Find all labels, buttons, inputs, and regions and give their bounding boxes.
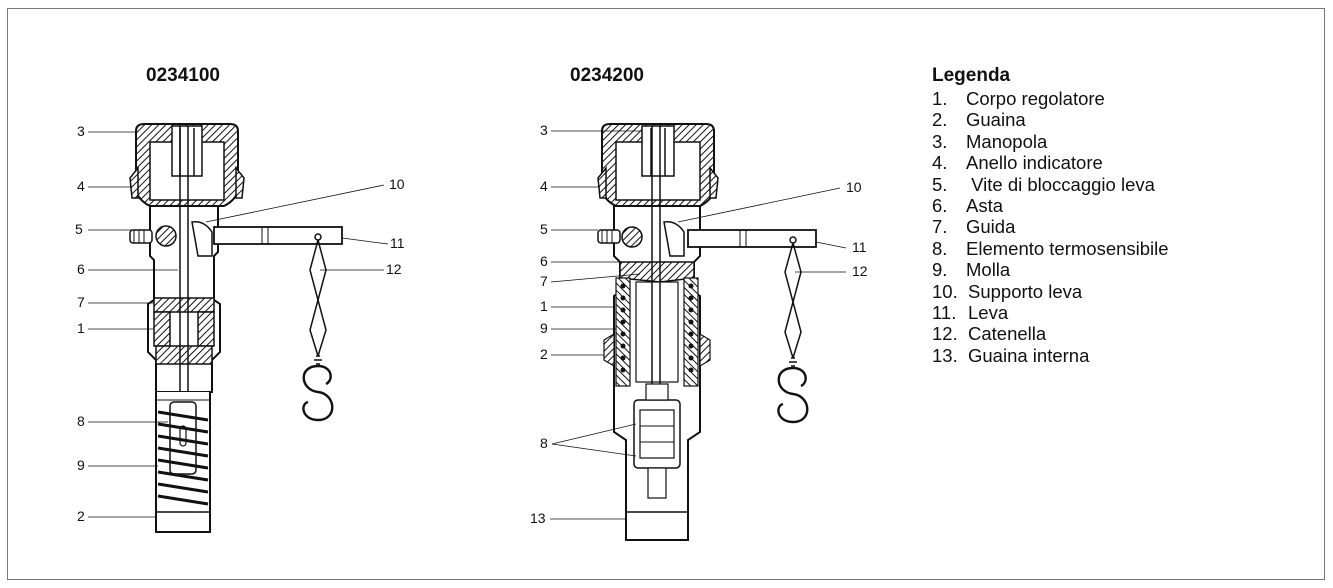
label-13: 13 (530, 510, 546, 526)
legend-item-1: 1.Corpo regolatore (932, 88, 1105, 109)
legend-title: Legenda (932, 65, 1011, 86)
label-11: 11 (390, 235, 405, 251)
legend-item-4: 4.Anello indicatore (932, 152, 1103, 174)
label-9: 9 (77, 457, 85, 473)
legend-item-8: 8.Elemento termosensibile (932, 237, 1169, 259)
label-2: 2 (77, 508, 85, 524)
label-3: 3 (540, 122, 548, 138)
label-1: 1 (540, 298, 548, 314)
legend-item-12: 12.Catenella (932, 323, 1047, 345)
label-12: 12 (852, 263, 868, 279)
label-3: 3 (77, 123, 85, 139)
device-0234100 (129, 123, 343, 533)
label-6: 6 (77, 261, 85, 277)
label-6: 6 (540, 253, 548, 269)
label-4: 4 (77, 178, 85, 194)
legend-item-3: 3.Manopola (932, 130, 1048, 152)
device-0234200 (597, 123, 817, 541)
label-8: 8 (77, 413, 85, 429)
labels-0234100: 3 4 5 6 7 1 8 9 2 10 11 12 (75, 123, 405, 524)
legend-item-6: 6.Asta (932, 194, 1004, 216)
title-0234100: 0234100 (146, 65, 220, 86)
label-7: 7 (540, 273, 548, 289)
label-8: 8 (540, 435, 548, 451)
legend-item-7: 7.Guida (932, 216, 1016, 238)
label-10: 10 (389, 176, 405, 192)
label-1: 1 (77, 320, 85, 336)
legend-item-5: 5. Vite di bloccaggio leva (932, 173, 1155, 195)
labels-0234200: 3 4 5 6 7 1 9 2 8 13 10 11 12 (530, 122, 868, 526)
label-10: 10 (846, 179, 862, 195)
label-2: 2 (540, 346, 548, 362)
figure-frame (7, 8, 1325, 580)
legend-item-2: 2.Guaina (932, 109, 1026, 131)
legend-item-9: 9.Molla (932, 259, 1011, 281)
label-5: 5 (75, 221, 83, 237)
title-0234200: 0234200 (570, 65, 644, 86)
label-5: 5 (540, 221, 548, 237)
label-9: 9 (540, 320, 548, 336)
label-12: 12 (386, 261, 402, 277)
label-4: 4 (540, 178, 548, 194)
legend-item-10: 10.Supporto leva (932, 280, 1083, 302)
legend-item-11: 11.Leva (932, 301, 1009, 323)
label-11: 11 (852, 239, 867, 255)
label-7: 7 (77, 294, 85, 310)
legend-list: 1.Corpo regolatore 2.Guaina 3.Manopola 4… (932, 88, 1169, 366)
legend-item-13: 13.Guaina interna (932, 344, 1090, 366)
